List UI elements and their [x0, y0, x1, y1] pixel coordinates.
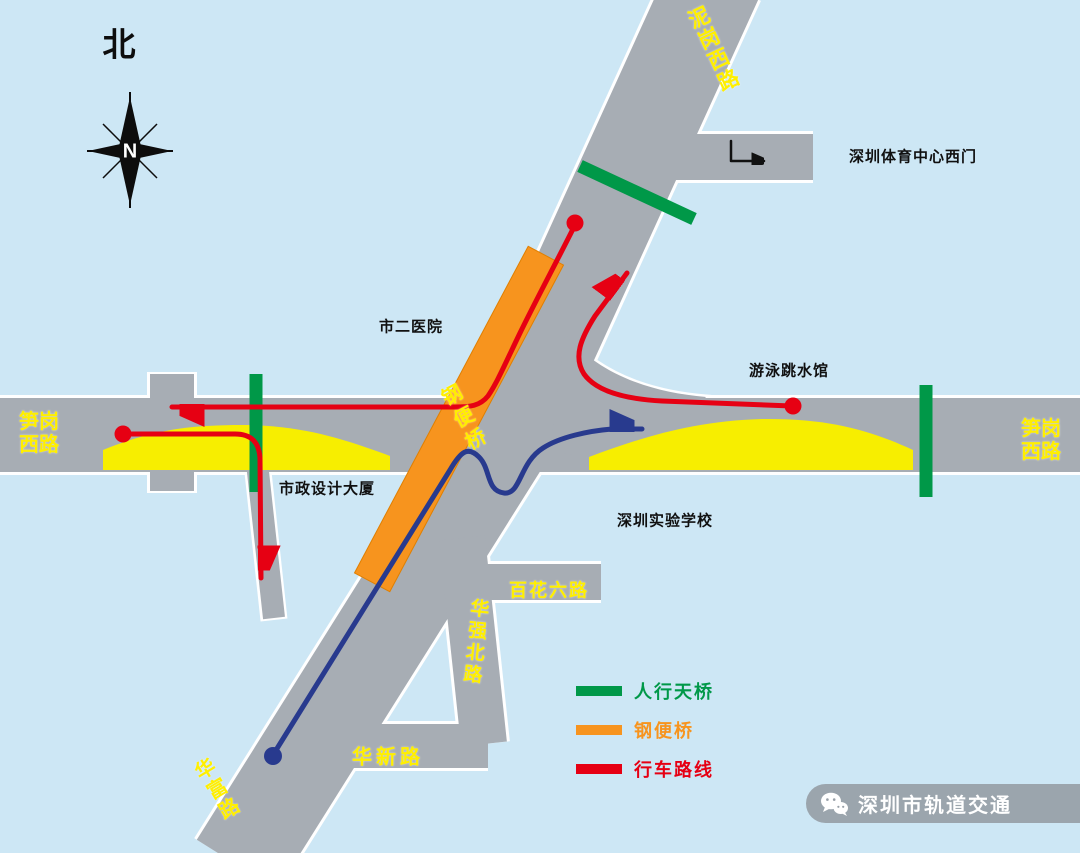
road-label-line: 笋岗 — [19, 411, 59, 433]
compass-n-letter: N — [122, 140, 138, 163]
route-red-to-north — [576, 273, 795, 409]
legend-label: 钢便桥 — [634, 721, 694, 741]
vehicle-routes — [114, 139, 802, 765]
north-label: 北 — [102, 26, 136, 64]
compass-rose — [87, 92, 173, 208]
poi-municipal-design-building: 市政设计大厦 — [278, 480, 376, 498]
road-label-sungang-west-right: 笋岗 西路 — [1021, 418, 1061, 464]
route-red-to-west — [169, 222, 578, 407]
pedestrian-bridge-north — [577, 160, 697, 225]
road-label-baihua-6th: 百花六路 — [509, 580, 589, 601]
turn-right-arrow — [729, 139, 766, 161]
road-label-line: 西路 — [19, 434, 59, 456]
legend-label: 人行天桥 — [634, 682, 714, 702]
pedestrian-bridges — [249, 160, 933, 497]
route-origin-dot-west — [114, 425, 132, 443]
closed-lanes — [103, 418, 913, 470]
steel-bridge — [353, 245, 565, 593]
poi-swimming-diving-hall: 游泳跳水馆 — [748, 362, 830, 380]
route-origin-dot-north — [566, 214, 584, 232]
route-blue-to-east — [270, 429, 645, 758]
legend-item-vehicle-route: 行车路线 — [576, 756, 714, 782]
wechat-icon — [821, 792, 848, 816]
route-red-to-south — [121, 431, 261, 581]
watermark: 深圳市轨道交通 — [806, 784, 1080, 823]
closed-lane-right — [589, 418, 913, 470]
road-label-line: 笋岗 — [1021, 418, 1061, 440]
poi-shenzhen-experimental-school: 深圳实验学校 — [616, 512, 714, 530]
watermark-text: 深圳市轨道交通 — [858, 795, 1012, 817]
route-origin-dot-east — [784, 397, 802, 415]
legend-item-steel-bridge: 钢便桥 — [576, 717, 714, 743]
legend-label: 行车路线 — [634, 760, 714, 780]
compass-needle-horizontal — [88, 142, 172, 160]
road-label-sungang-west-left: 笋岗 西路 — [19, 411, 59, 457]
legend-item-pedestrian-bridge: 人行天桥 — [576, 678, 714, 704]
poi-second-city-hospital: 市二医院 — [378, 318, 444, 336]
road-label-huaxin: 华新路 — [352, 746, 424, 769]
legend: 人行天桥 钢便桥 行车路线 — [576, 678, 714, 795]
poi-sports-center-west-gate: 深圳体育中心西门 — [848, 148, 978, 166]
legend-swatch-steel-bridge — [576, 725, 622, 735]
legend-swatch-vehicle-route — [576, 764, 622, 774]
legend-swatch-pedestrian-bridge — [576, 686, 622, 696]
road-label-line: 西路 — [1021, 441, 1061, 463]
route-origin-dot-south — [264, 747, 282, 765]
road-huaqiang-north — [439, 535, 507, 747]
